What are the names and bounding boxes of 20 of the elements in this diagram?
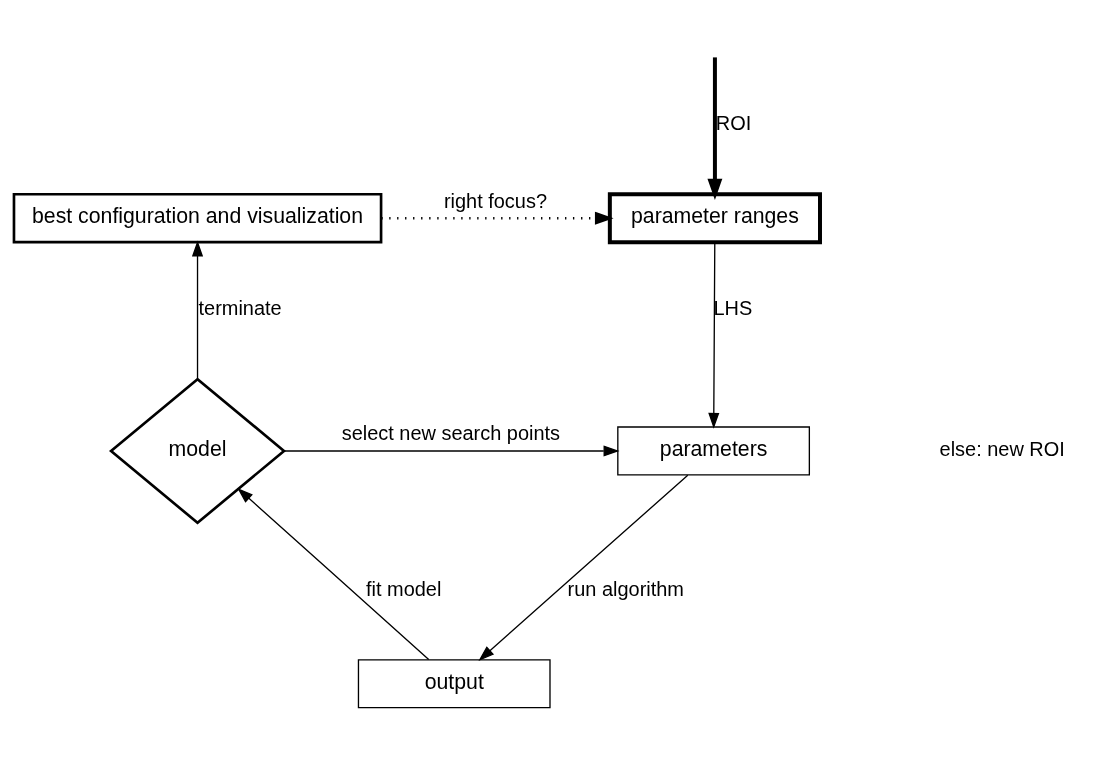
label: else: new ROI [939, 437, 1065, 460]
edge-label: terminate [198, 296, 282, 319]
edge-label: select new search points [341, 421, 561, 444]
edge-label: run algorithm [567, 577, 684, 600]
edge-label: LHS [713, 296, 753, 319]
edge-label: right focus? [443, 189, 547, 212]
node-box: output [357, 658, 551, 708]
arrow [191, 239, 204, 379]
arrow [283, 444, 620, 457]
arrow [381, 211, 614, 225]
node-box: parameter ranges [607, 191, 822, 244]
arrow [478, 474, 689, 661]
node-box: parameters [617, 425, 811, 476]
node-diamond: model [109, 376, 287, 525]
arrow [708, 241, 720, 429]
arrow [707, 56, 723, 200]
edge-label: ROI [715, 111, 752, 134]
edge-label: fit model [366, 577, 442, 600]
arrow [237, 487, 430, 660]
node-box: best configuration and visualization [12, 192, 383, 243]
